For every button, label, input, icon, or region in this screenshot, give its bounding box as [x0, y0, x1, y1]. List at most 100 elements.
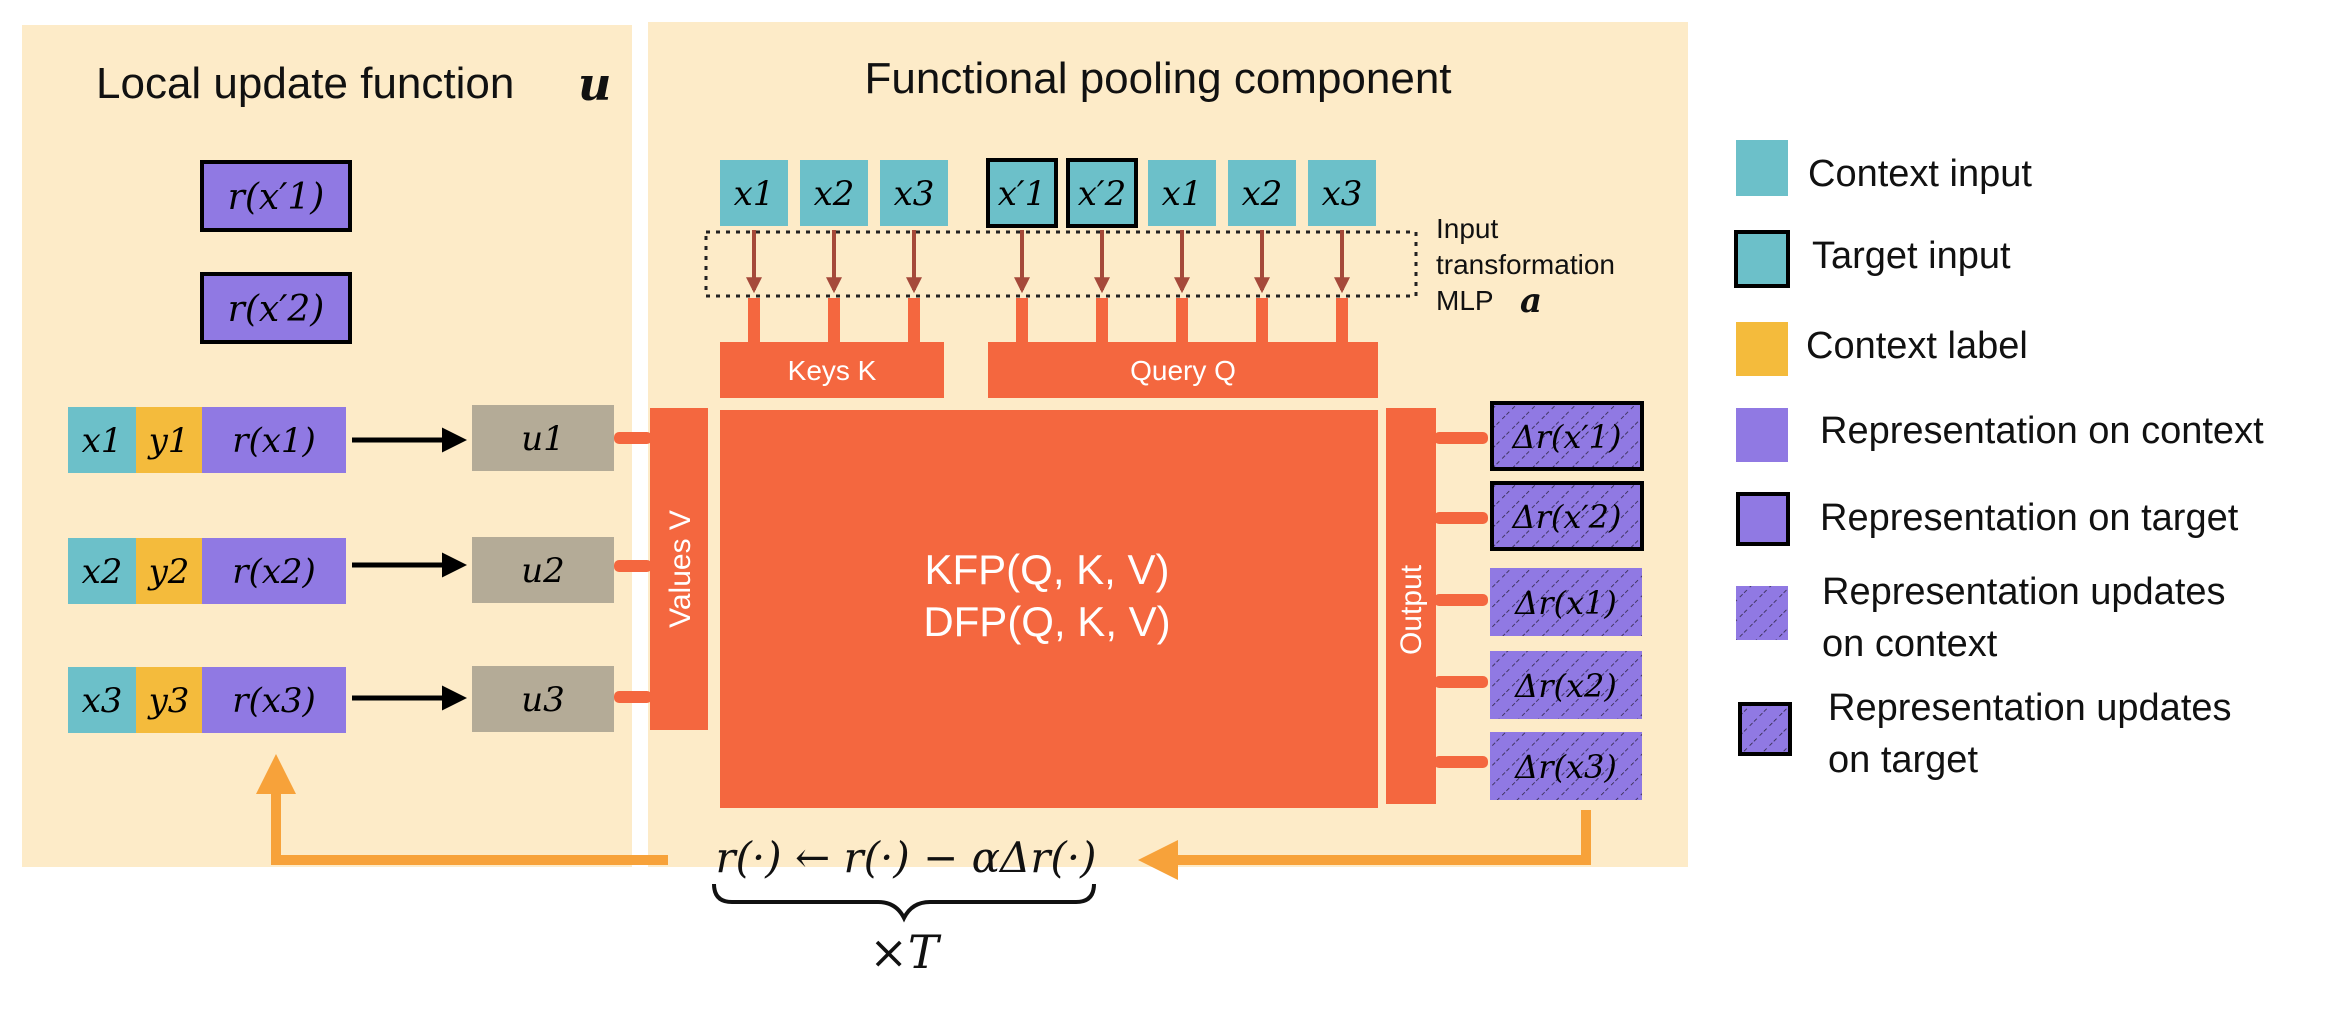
key-connector-2	[828, 298, 840, 346]
mlp-arrows	[746, 230, 1350, 294]
input-token-4	[986, 158, 1058, 228]
query-label: Query Q	[1130, 355, 1236, 386]
context-label-cell-3	[136, 667, 202, 733]
update-return-arrow-right	[1138, 810, 1591, 880]
update-box-1	[472, 405, 614, 471]
legend-context-input-icon	[1736, 140, 1788, 196]
query-connector-2	[1096, 298, 1108, 346]
input-token-2	[800, 160, 868, 226]
input-token-3	[880, 160, 948, 226]
context-label-text-2: y2	[147, 552, 190, 592]
output-connector-5	[1434, 756, 1488, 768]
context-rep-label-1: r(x1)	[232, 421, 316, 461]
update-box-3	[472, 666, 614, 732]
legend-context-input-label: Context input	[1808, 153, 2032, 195]
output-connector-2	[1434, 512, 1488, 524]
core-label-kfp: KFP(Q, K, V)	[924, 546, 1169, 593]
query-connector-3	[1176, 298, 1188, 346]
functional-pooling-title: Functional pooling component	[864, 54, 1451, 103]
legend-context-label-label: Context label	[1806, 325, 2028, 367]
context-input-label-3: x3	[82, 681, 123, 721]
mlp-label-line-3: MLP	[1436, 285, 1494, 316]
keys-label: Keys K	[788, 355, 877, 386]
mlp-symbol: a	[1520, 281, 1542, 321]
context-label-text-1: y1	[147, 421, 190, 461]
input-token-6	[1148, 160, 1216, 226]
core-label-dfp: DFP(Q, K, V)	[923, 598, 1170, 645]
output-update-label-3: Δr(x1)	[1513, 584, 1617, 622]
input-token-8	[1308, 160, 1376, 226]
legend-target-input-label: Target input	[1812, 235, 2011, 277]
update-label-3: u3	[521, 680, 565, 720]
context-input-cell-1	[68, 407, 136, 473]
values-connector-1	[614, 432, 652, 444]
mlp-dotted-box	[704, 230, 1418, 298]
input-token-label-2: x2	[814, 174, 855, 214]
output-connector-3	[1434, 594, 1488, 606]
target-rep-label-1: r(x′1)	[228, 177, 325, 218]
input-token-label-5: x′2	[1078, 174, 1127, 214]
input-token-label-7: x2	[1242, 174, 1283, 214]
target-rep-box-1	[200, 160, 352, 232]
legend-update-context-label: Representation updates	[1822, 571, 2226, 613]
output-update-1	[1490, 401, 1644, 471]
legend-target-input-icon	[1734, 230, 1790, 288]
output-update-2	[1490, 481, 1644, 551]
query-connector-4	[1256, 298, 1268, 346]
context-input-cell-3	[68, 667, 136, 733]
input-token-label-8: x3	[1322, 174, 1363, 214]
legend-update-target-label: Representation updates	[1828, 687, 2232, 729]
keys-bar	[720, 342, 944, 398]
context-input-cell-2	[68, 538, 136, 604]
output-update-5	[1490, 732, 1642, 800]
legend: Context input Target input Context label…	[1734, 140, 2264, 781]
input-token-5	[1066, 158, 1138, 228]
update-function-symbol: u	[578, 57, 611, 111]
legend-rep-context-label: Representation on context	[1820, 410, 2264, 452]
mlp-to-kq-connectors	[748, 298, 1348, 346]
output-updates: Δr(x′1) Δr(x′2) Δr(x1) Δr(x2) Δr(x3)	[1490, 401, 1644, 800]
mlp-label-line-1: Input	[1436, 213, 1498, 244]
context-input-label-2: x2	[82, 552, 123, 592]
pooling-core-block	[720, 410, 1378, 808]
mlp-label-line-2: transformation	[1436, 249, 1615, 280]
update-box-2	[472, 537, 614, 603]
context-rep-cell-3	[202, 667, 346, 733]
context-rep-cell-1	[202, 407, 346, 473]
values-label: Values V	[664, 510, 697, 628]
update-rule: r(·) ← r(·) − αΔr(·)	[715, 833, 1096, 882]
output-connector-4	[1434, 676, 1488, 688]
repeat-label: ×T	[869, 925, 942, 979]
query-bar	[988, 342, 1378, 398]
context-rep-cell-2	[202, 538, 346, 604]
input-token-1	[720, 160, 788, 226]
values-connector-3	[614, 691, 652, 703]
context-rep-label-2: r(x2)	[232, 552, 316, 592]
target-rep-label-2: r(x′2)	[228, 289, 325, 330]
legend-update-context-icon	[1736, 586, 1788, 640]
legend-rep-target-label: Representation on target	[1820, 497, 2239, 539]
context-label-text-3: y3	[147, 681, 190, 721]
legend-update-target-icon	[1738, 702, 1792, 756]
output-bar	[1386, 408, 1436, 804]
legend-context-label-icon	[1736, 322, 1788, 376]
context-input-label-1: x1	[82, 421, 123, 461]
repeat-brace	[712, 883, 1096, 923]
key-connector-3	[908, 298, 920, 346]
output-update-4	[1490, 651, 1642, 719]
query-connector-5	[1336, 298, 1348, 346]
legend-update-context-label-2: on context	[1822, 623, 1998, 665]
legend-rep-context-icon	[1736, 408, 1788, 462]
output-update-label-5: Δr(x3)	[1513, 748, 1617, 786]
context-label-cell-2	[136, 538, 202, 604]
key-connector-1	[748, 298, 760, 346]
update-label-2: u2	[521, 551, 565, 591]
output-connectors	[1434, 432, 1488, 768]
query-connector-1	[1016, 298, 1028, 346]
output-label: Output	[1395, 564, 1428, 655]
output-update-label-4: Δr(x2)	[1513, 667, 1617, 705]
input-tokens: x1 x2 x3 x′1 x′2 x1 x2 x3	[720, 158, 1376, 228]
local-update-title: Local update function	[96, 59, 514, 108]
legend-rep-target-icon	[1736, 492, 1790, 546]
